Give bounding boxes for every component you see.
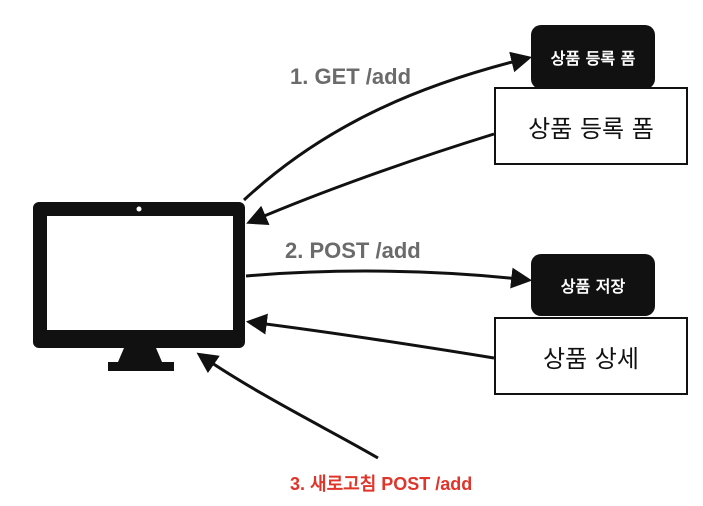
detail-page-box: 상품 상세 <box>494 317 688 395</box>
step1-label: 1. GET /add <box>290 64 412 89</box>
arrow-refresh-request <box>196 352 379 460</box>
form-tag: 상품 등록 폼 <box>531 25 655 89</box>
arrow-detail-response <box>245 313 495 360</box>
step2-label: 2. POST /add <box>285 238 421 263</box>
arrow-post-request <box>245 267 533 289</box>
desktop-monitor-icon <box>33 202 245 371</box>
arrow-get-request <box>242 51 533 202</box>
arrow-form-response <box>246 132 495 226</box>
form-page-box: 상품 등록 폼 <box>494 87 688 165</box>
step3-label: 3. 새로고침 POST /add <box>290 474 473 494</box>
save-tag: 상품 저장 <box>531 254 655 316</box>
